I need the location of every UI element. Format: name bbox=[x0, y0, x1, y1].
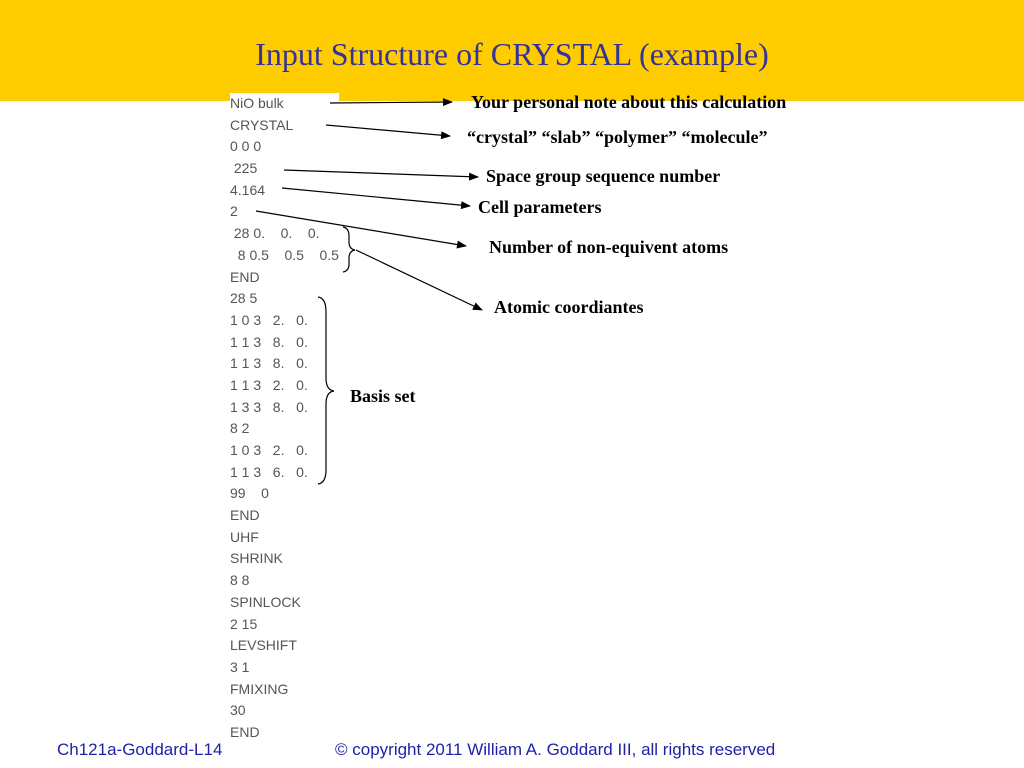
input-line: 0 0 0 bbox=[230, 138, 262, 155]
slide-title: Input Structure of CRYSTAL (example) bbox=[255, 36, 769, 72]
arrow-geometry-types bbox=[325, 124, 451, 140]
input-line: 3 1 bbox=[230, 658, 250, 675]
header-banner bbox=[0, 0, 1024, 101]
input-line: LEVSHIFT bbox=[230, 637, 297, 654]
input-line: END bbox=[230, 268, 260, 285]
input-line: FMIXING bbox=[230, 680, 289, 697]
arrow-cell-parameters bbox=[281, 187, 471, 210]
input-line: 1 0 3 2. 0. bbox=[230, 311, 308, 328]
note-space-group: Space group sequence number bbox=[486, 166, 721, 186]
arrow-non-equivalent-atoms bbox=[255, 210, 467, 249]
input-line: 1 1 3 2. 0. bbox=[230, 376, 308, 393]
input-line: CRYSTAL bbox=[230, 116, 294, 133]
note-geometry-types: “crystal” “slab” “polymer” “molecule” bbox=[467, 127, 768, 147]
input-line: 99 0 bbox=[230, 485, 269, 502]
input-line: 8 0.5 0.5 0.5 bbox=[230, 246, 339, 263]
input-line: SHRINK bbox=[230, 550, 283, 567]
input-line: 225 bbox=[230, 160, 258, 177]
crystal-input-listing: NiO bulk CRYSTAL 0 0 0 225 4.164 2 28 0.… bbox=[230, 93, 339, 744]
input-line: 1 1 3 8. 0. bbox=[230, 355, 308, 372]
input-line: 2 bbox=[230, 203, 238, 220]
input-line: 28 0. 0. 0. bbox=[230, 225, 320, 242]
input-line: 2 15 bbox=[230, 615, 258, 632]
note-cell-parameters: Cell parameters bbox=[478, 197, 602, 217]
input-line: 1 0 3 2. 0. bbox=[230, 442, 308, 458]
input-line: 28 5 bbox=[230, 290, 258, 307]
arrow-space-group bbox=[283, 169, 479, 181]
input-line: 8 2 bbox=[230, 420, 250, 437]
input-line: NiO bulk bbox=[230, 93, 339, 115]
note-atomic-coordinates: Atomic coordiantes bbox=[494, 297, 644, 317]
input-line: END bbox=[230, 507, 260, 524]
brace-basis-set bbox=[317, 296, 335, 485]
input-line: 8 8 bbox=[230, 572, 250, 589]
input-line: 1 1 3 6. 0. bbox=[230, 463, 308, 480]
note-basis-set: Basis set bbox=[350, 386, 416, 406]
note-personal: Your personal note about this calculatio… bbox=[471, 92, 787, 112]
footer-copyright: © copyright 2011 William A. Goddard III,… bbox=[335, 740, 776, 759]
input-line: SPINLOCK bbox=[230, 593, 301, 610]
note-non-equivalent-atoms: Number of non-equivent atoms bbox=[489, 237, 729, 257]
input-line: 1 1 3 8. 0. bbox=[230, 333, 308, 350]
arrow-personal-note bbox=[329, 98, 453, 107]
brace-atomic-coordinates bbox=[342, 226, 356, 273]
input-line: UHF bbox=[230, 528, 259, 545]
input-line: 4.164 bbox=[230, 181, 266, 198]
arrow-atomic-coordinates bbox=[355, 249, 483, 311]
footer-course-id: Ch121a-Goddard-L14 bbox=[57, 740, 223, 759]
input-line: END bbox=[230, 723, 260, 740]
input-line: 30 bbox=[230, 702, 246, 719]
input-line: 1 3 3 8. 0. bbox=[230, 398, 308, 415]
